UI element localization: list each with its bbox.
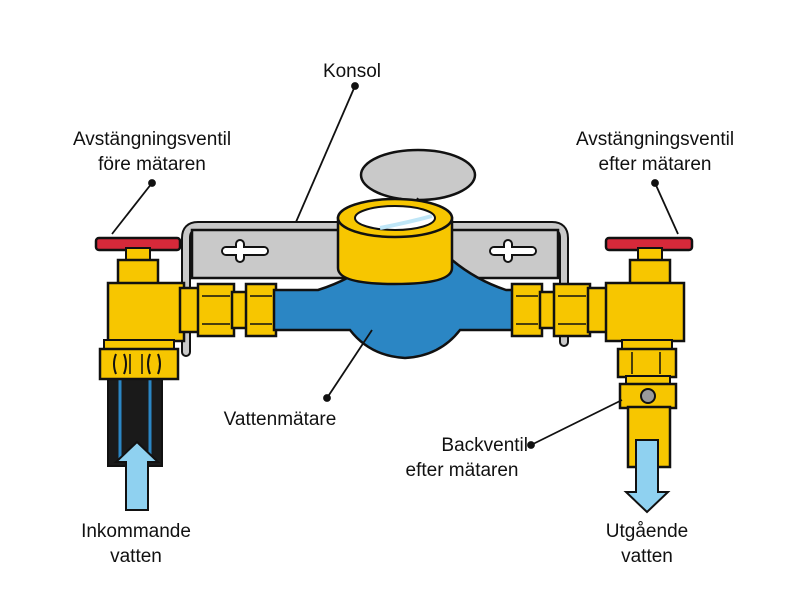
label-valve-after-line1: Avstängningsventil [576, 129, 734, 150]
label-outlet-line2: vatten [621, 546, 673, 567]
label-valve-before-line1: Avstängningsventil [73, 129, 231, 150]
label-check-valve-line1: Backventil [441, 435, 528, 456]
coupling-right [510, 282, 610, 338]
coupling-left [178, 282, 278, 338]
bracket-slot-right [489, 239, 537, 263]
bracket-slot-left [221, 239, 269, 263]
label-inlet-line1: Inkommande [81, 521, 191, 542]
arrow-down-icon [623, 439, 671, 514]
label-valve-before-line2: före mätaren [98, 154, 206, 175]
label-inlet-line2: vatten [110, 546, 162, 567]
shutoff-valve-after [604, 236, 694, 385]
label-konsol: Konsol [323, 61, 381, 82]
arrow-up-icon [113, 440, 161, 511]
meter-lid [359, 148, 477, 207]
label-meter: Vattenmätare [224, 409, 337, 430]
label-check-valve-line2: efter mätaren [406, 460, 519, 481]
water-meter [272, 197, 518, 360]
leader-lines [111, 82, 679, 449]
shutoff-valve-before [94, 236, 186, 381]
label-outlet-line1: Utgående [606, 521, 688, 542]
label-valve-after-line2: efter mätaren [599, 154, 712, 175]
